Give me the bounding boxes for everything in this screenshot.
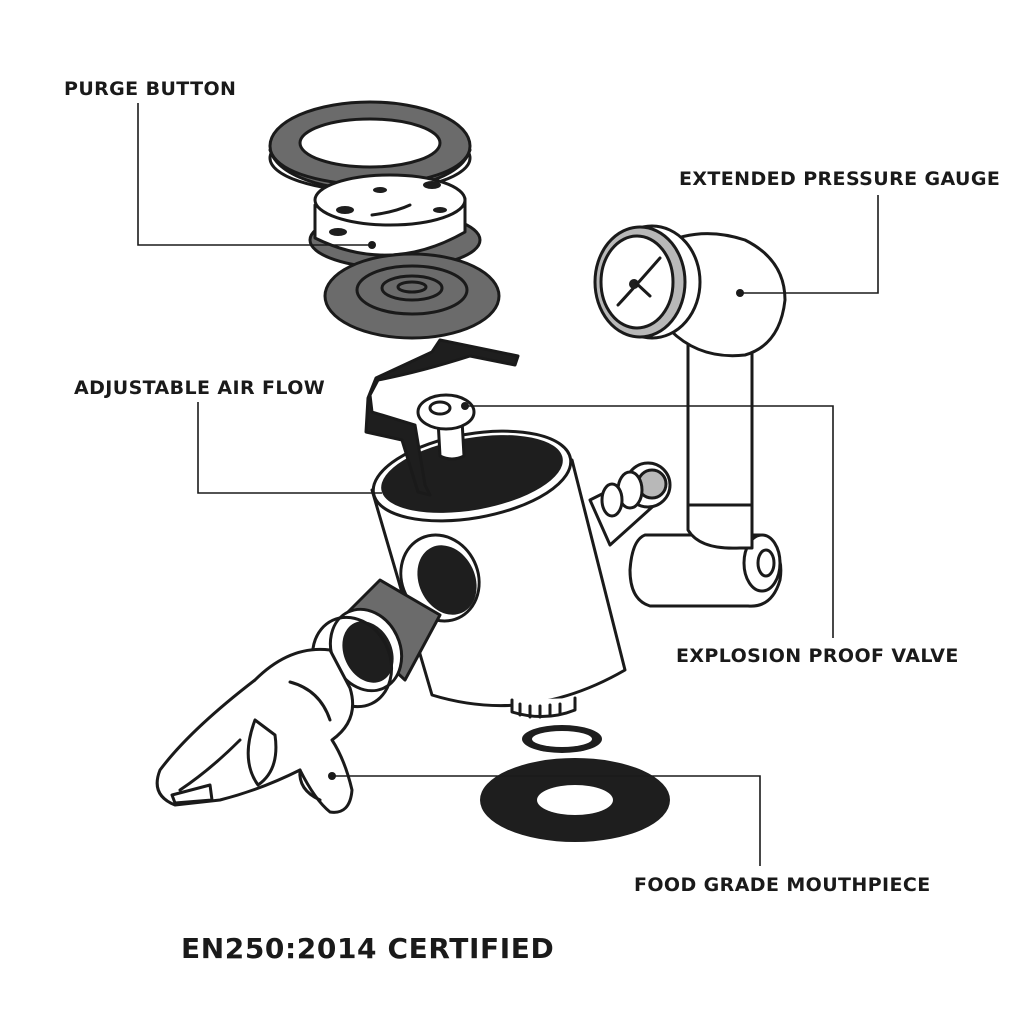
pressure-gauge-dial xyxy=(593,224,702,340)
bottom-washers xyxy=(480,725,670,842)
explosion-proof-valve xyxy=(416,393,476,461)
purge-diaphragm xyxy=(323,252,501,340)
label-adjustable-air-flow: ADJUSTABLE AIR FLOW xyxy=(74,377,325,399)
certification-text: EN250:2014 CERTIFIED xyxy=(181,932,554,965)
label-purge-button: PURGE BUTTON xyxy=(64,78,236,100)
mouthpiece-assembly xyxy=(155,578,442,814)
purge-button-disc xyxy=(313,173,467,257)
purge-button-leader xyxy=(137,103,376,249)
label-food-grade-mouthpiece: FOOD GRADE MOUTHPIECE xyxy=(634,874,931,896)
food-grade-mouthpiece-leader xyxy=(328,772,761,866)
extended-pressure-gauge-leader xyxy=(736,195,879,297)
label-extended-pressure-gauge: EXTENDED PRESSURE GAUGE xyxy=(679,168,1000,190)
purge-button-assembly xyxy=(268,100,501,340)
regulator-body xyxy=(370,429,672,719)
purge-cover-ring xyxy=(268,100,472,193)
label-explosion-proof-valve: EXPLOSION PROOF VALVE xyxy=(676,645,959,667)
bottom-fitting xyxy=(510,696,577,719)
adjustable-air-flow-leader xyxy=(197,402,382,494)
explosion-proof-valve-leader xyxy=(461,402,834,638)
air-flow-lever xyxy=(364,338,520,497)
side-connector xyxy=(588,461,672,547)
pressure-gauge-assembly xyxy=(593,224,787,608)
side-port xyxy=(399,533,481,623)
